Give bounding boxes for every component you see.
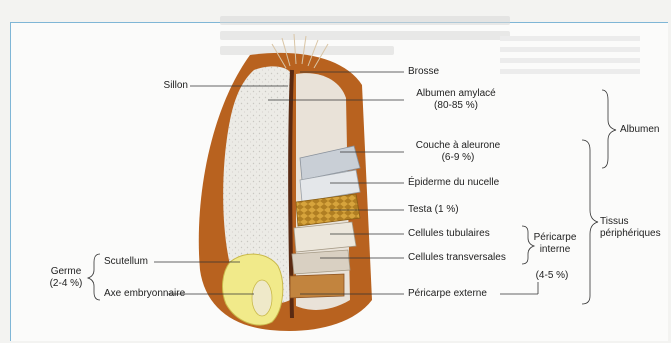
label-axe-embryonnaire: Axe embryonnaire (104, 288, 185, 300)
label-tissus-line1: Tissus (600, 216, 661, 228)
label-pericarpe-externe: Péricarpe externe (408, 288, 487, 300)
label-germe: Germe (2-4 %) (44, 266, 88, 290)
label-germe-line1: Germe (44, 266, 88, 278)
label-tissus-line2: périphériques (600, 228, 661, 240)
label-testa: Testa (1 %) (408, 204, 459, 216)
label-couche-aleurone-name: Couche à aleurone (406, 140, 510, 152)
label-albumen: Albumen (620, 124, 659, 136)
label-albumen-amylace: Albumen amylacé (80-85 %) (408, 88, 504, 112)
embryo-axis (252, 280, 272, 316)
label-albumen-amylace-pct: (80-85 %) (408, 100, 504, 112)
label-pericarpe-interne-line2: interne (530, 244, 580, 256)
label-cellules-transversales: Cellules transversales (408, 252, 506, 264)
label-scutellum: Scutellum (104, 256, 148, 268)
label-epiderme-nucelle: Épiderme du nucelle (408, 177, 499, 189)
label-pericarpe-interne-line1: Péricarpe (530, 232, 580, 244)
label-cellules-tubulaires: Cellules tubulaires (408, 228, 490, 240)
label-albumen-amylace-name: Albumen amylacé (408, 88, 504, 100)
label-couche-aleurone-pct: (6-9 %) (406, 152, 510, 164)
label-tissus-peripheriques: Tissus périphériques (600, 216, 661, 240)
label-couche-aleurone: Couche à aleurone (6-9 %) (406, 140, 510, 164)
transverse-band (292, 250, 350, 274)
label-pericarpe-interne-pct: (4-5 %) (530, 270, 574, 282)
label-germe-line2: (2-4 %) (44, 278, 88, 290)
label-brosse: Brosse (408, 66, 439, 78)
label-pericarpe-interne: Péricarpe interne (530, 232, 580, 256)
label-sillon: Sillon (140, 80, 188, 92)
